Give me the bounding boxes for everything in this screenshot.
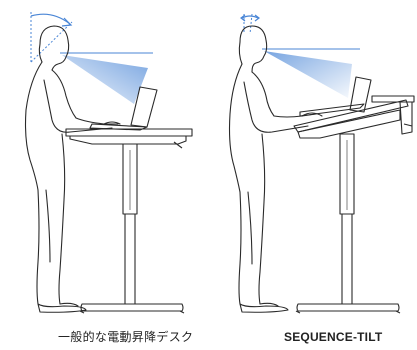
right-scene <box>228 13 415 314</box>
right-tilt-desk <box>293 95 415 314</box>
left-neck-angle-indicator <box>30 12 73 63</box>
right-sight-cone <box>264 51 352 98</box>
caption-standard-desk: 一般的な電動昇降デスク <box>58 330 194 344</box>
left-sight-cone <box>62 55 148 104</box>
left-scene <box>24 12 193 314</box>
right-laptop <box>299 76 372 117</box>
caption-sequence-tilt: SEQUENCE-TILT <box>284 330 383 344</box>
left-laptop <box>89 86 158 131</box>
right-person <box>228 25 323 313</box>
right-neck-angle-indicator <box>240 13 260 35</box>
left-desk <box>65 128 193 314</box>
left-person <box>24 25 121 313</box>
